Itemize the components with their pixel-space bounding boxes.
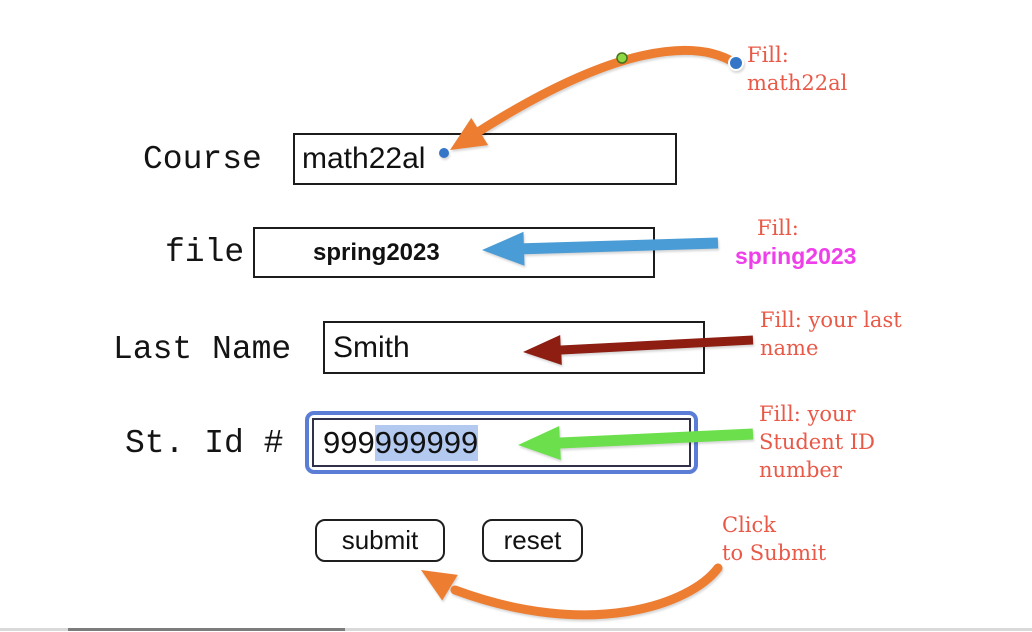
course-label: Course bbox=[143, 141, 262, 178]
submit-button[interactable]: submit bbox=[315, 519, 445, 562]
last-name-label: Last Name bbox=[113, 331, 292, 368]
curve-end-dot-icon bbox=[728, 55, 744, 71]
last-name-input[interactable] bbox=[323, 321, 705, 374]
submit-arrowhead-icon bbox=[421, 570, 458, 601]
file-note-line1: Fill: bbox=[757, 216, 799, 240]
course-curved-arrow bbox=[473, 45, 740, 137]
last-name-note: Fill: your last name bbox=[760, 308, 902, 360]
course-note-line1: Fill: bbox=[747, 43, 789, 67]
reset-button[interactable]: reset bbox=[482, 519, 583, 562]
student-id-value-selected: 999999 bbox=[374, 424, 479, 461]
student-id-note: Fill: your Student ID number bbox=[759, 402, 875, 482]
bottom-scrollbar-thumb[interactable] bbox=[68, 628, 345, 631]
bottom-scrollbar-track[interactable] bbox=[0, 628, 1032, 631]
file-input[interactable] bbox=[253, 227, 655, 278]
submit-curved-arrow bbox=[450, 563, 723, 620]
file-label: file bbox=[165, 234, 245, 271]
file-note-line2: spring2023 bbox=[735, 243, 857, 269]
course-input[interactable] bbox=[293, 133, 677, 185]
course-note-line2: math22al bbox=[747, 71, 848, 95]
curve-mid-green-dot-icon bbox=[616, 52, 628, 64]
student-id-label: St. Id # bbox=[125, 425, 284, 462]
student-id-value-unselected: 999 bbox=[323, 424, 375, 460]
submit-note: Click to Submit bbox=[722, 513, 827, 565]
